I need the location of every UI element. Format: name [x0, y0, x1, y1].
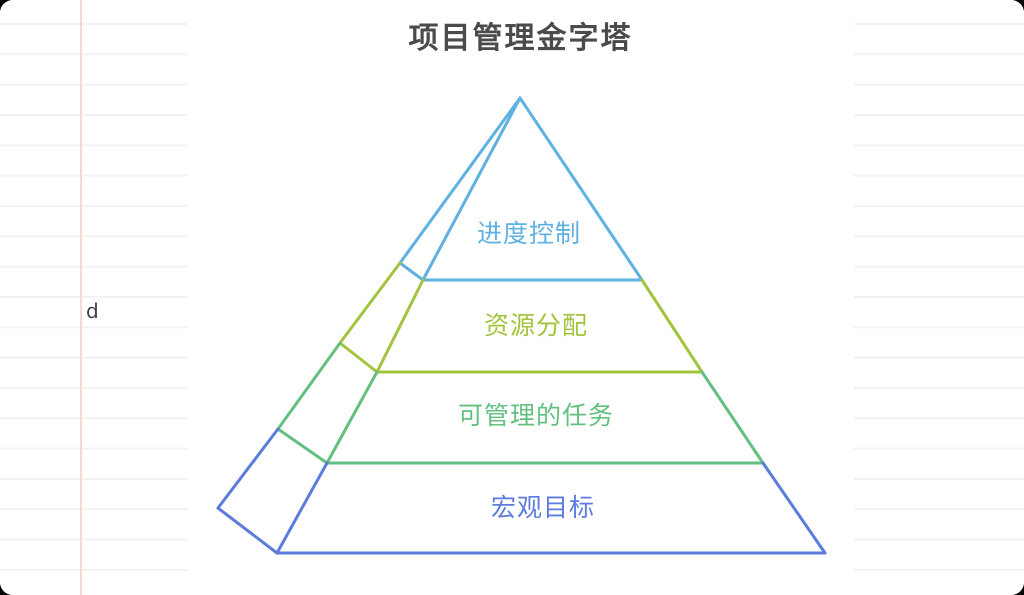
level1-front-right-edge	[518, 96, 644, 282]
level4-label[interactable]: 宏观目标	[491, 493, 595, 522]
level1-side-edge	[398, 96, 522, 265]
level1-label[interactable]: 进度控制	[477, 219, 581, 248]
level2-label[interactable]: 资源分配	[484, 311, 588, 340]
level2-side-edge	[338, 261, 402, 345]
level3-front-right-edge	[700, 370, 765, 465]
level4-front-left-edge	[275, 461, 329, 555]
level3-front-left-edge	[325, 370, 379, 465]
level2-front-right-edge	[640, 278, 704, 374]
level4-side-edge	[216, 427, 280, 510]
level3-label[interactable]: 可管理的任务	[458, 401, 614, 430]
level2-front-left-edge	[375, 278, 425, 374]
level4-front-right-edge	[761, 461, 827, 555]
pyramid-level-3[interactable]: 可管理的任务	[276, 341, 765, 465]
level3-side-edge	[276, 341, 342, 431]
level2-side-divider	[338, 341, 379, 374]
pyramid-level-4[interactable]: 宏观目标	[216, 427, 827, 555]
stray-text[interactable]: d	[86, 299, 99, 323]
level1-side-divider	[398, 261, 425, 282]
level4-side-bottom-edge	[216, 506, 279, 555]
pyramid-level-2[interactable]: 资源分配	[338, 261, 704, 374]
level1-front-left-edge	[421, 96, 522, 282]
pyramid-level-1[interactable]: 进度控制	[398, 96, 644, 282]
level3-side-divider	[276, 427, 329, 465]
margin-line	[80, 0, 82, 595]
diagram-title[interactable]: 项目管理金字塔	[408, 21, 633, 56]
